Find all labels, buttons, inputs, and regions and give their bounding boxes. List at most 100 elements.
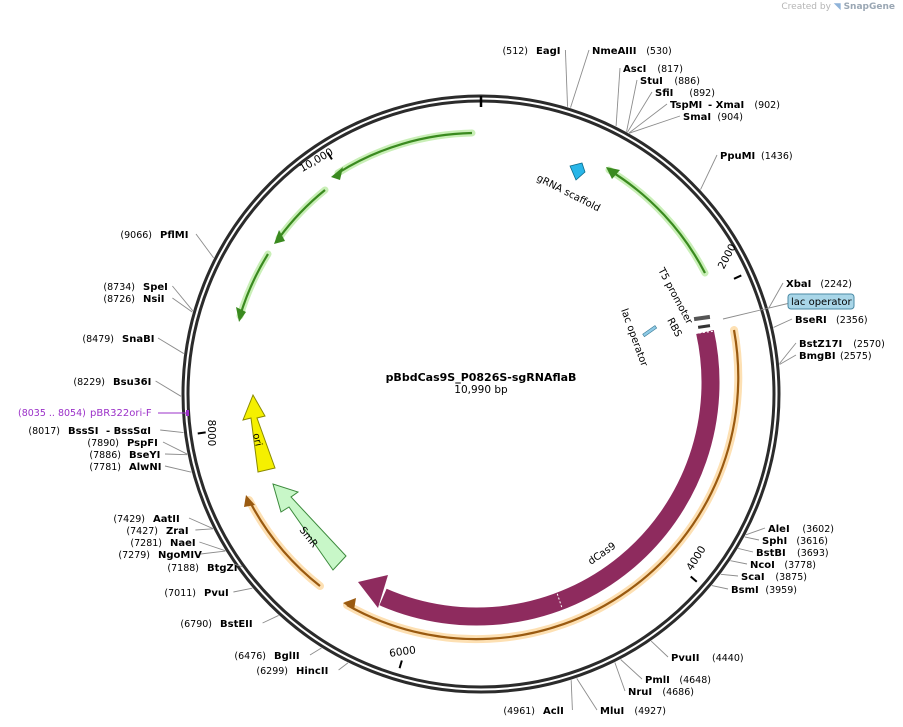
- site-position-bstz17i: (2570): [853, 339, 885, 350]
- site-position-alwni: (7781): [89, 462, 121, 473]
- site-bseyi: BseYI (7886): [89, 450, 188, 461]
- site-leader-pflmi: [195, 233, 215, 259]
- site-leader-asci: [615, 67, 621, 127]
- site-position-zrai: (7427): [126, 526, 158, 537]
- site-leader-pvuii: [650, 640, 669, 658]
- lac-operator-inner-mark: [642, 325, 658, 338]
- site-leader-xbai: [768, 282, 784, 309]
- ori-label: ori: [250, 432, 263, 447]
- site-position-pvuii: (4440): [712, 653, 744, 664]
- tick-label-6000: 6000: [389, 644, 417, 660]
- site-name-asci: AscI: [623, 64, 646, 75]
- green-arrow-top-core: [337, 131, 473, 174]
- site-position-bsteii: (6790): [180, 619, 212, 630]
- site-asci: AscI (817): [615, 64, 683, 127]
- site-name2-bsssi: - BssSαI: [106, 426, 151, 437]
- site-position-bseyi: (7886): [89, 450, 121, 461]
- site-position-bglii: (6476): [234, 651, 266, 662]
- site-zrai: ZraI(7427): [126, 526, 214, 537]
- tick-mark-10000: [326, 152, 333, 160]
- site-leader-bsmi: [711, 585, 729, 590]
- site-bstbi: BstBI(3693): [738, 547, 829, 559]
- dcas9-break-mark: [555, 589, 563, 609]
- tick-mark-6000: [398, 660, 403, 669]
- site-name-bsteii: BstEII: [220, 619, 253, 630]
- site-leader-pvui: [233, 587, 253, 593]
- tick-label-2000: 2000: [716, 242, 739, 271]
- site-name-naei: NaeI: [170, 538, 196, 549]
- site-position-bsmi: (3959): [765, 585, 797, 596]
- dcas9-break-mark-top: [698, 330, 717, 334]
- site-leader-naei: [199, 541, 226, 552]
- site-position-pmli: (4648): [679, 675, 711, 686]
- site-position-ncoi: (3778): [784, 560, 816, 571]
- site-leader-nmeaiii: [570, 49, 590, 108]
- site-bsu36i: Bsu36I(8229): [73, 377, 182, 397]
- site-leader-aatii: [188, 517, 214, 529]
- site-position-smai: (904): [717, 112, 743, 123]
- green-arrow-right-head: [606, 167, 620, 179]
- site-snabi: SnaBI(8479): [82, 334, 184, 354]
- tick-mark-2000: [733, 274, 742, 280]
- site-name-nrui: NruI: [628, 687, 652, 698]
- site-name-ngomiv: NgoMIV: [158, 550, 202, 561]
- site-leader-alwni: [164, 465, 192, 473]
- site-position-sfii: (892): [689, 88, 715, 99]
- site-leader-snabi: [157, 337, 184, 354]
- site-position-asci: (817): [657, 64, 683, 75]
- site-smai: SmaI (904): [629, 112, 743, 134]
- site-name-xbai: XbaI: [786, 279, 811, 290]
- site-xbai: XbaI (2242): [768, 279, 852, 309]
- site-position-bseri: (2356): [836, 315, 868, 326]
- site-name2-tspmi: - XmaI: [708, 100, 744, 111]
- site-name-smai: SmaI: [683, 112, 711, 123]
- site-name-sphi: SphI: [762, 536, 787, 547]
- site-name-bsmi: BsmI: [731, 585, 759, 596]
- site-name-bseyi: BseYI: [129, 450, 160, 461]
- site-name-alei: AleI: [768, 524, 790, 535]
- site-name-bsssi: BssSI: [68, 426, 98, 437]
- tick-label-4000: 4000: [684, 544, 708, 573]
- site-name-hincii: HincII: [296, 666, 328, 677]
- green-arrow-top: [334, 129, 476, 177]
- site-alwni: AlwNI(7781): [89, 462, 192, 473]
- site-position-naei: (7281): [130, 538, 162, 549]
- tick-label-8000: 8000: [205, 420, 217, 447]
- site-pspfi: PspFI(7890): [87, 438, 188, 455]
- site-position-scai: (3875): [775, 572, 807, 583]
- site-leader-btgzi: [233, 563, 244, 568]
- site-tspmi: TspMI- XmaI(902): [628, 100, 780, 134]
- site-position-pvui: (7011): [164, 588, 196, 599]
- site-pvuii: PvuII (4440): [650, 640, 744, 664]
- site-bsmi: BsmI (3959): [711, 585, 797, 596]
- grna-scaffold-arrow: [569, 162, 586, 181]
- site-name-snabi: SnaBI: [122, 334, 154, 345]
- site-position-nsii: (8726): [103, 294, 135, 305]
- site-name-nsii: NsiI: [143, 294, 164, 305]
- site-leader-smai: [629, 115, 681, 134]
- site-leader-nsii: [172, 297, 193, 313]
- site-ppumi: PpuMI(1436): [700, 151, 793, 190]
- site-position-pflmi: (9066): [120, 230, 152, 241]
- site-leader-ncoi: [730, 560, 748, 565]
- site-name-bmgbi: BmgBI: [799, 351, 836, 362]
- site-leader-nrui: [614, 662, 626, 692]
- site-position-stui: (886): [674, 76, 700, 87]
- credit-brand: SnapGene: [843, 2, 895, 12]
- features-layer: [186, 129, 743, 644]
- site-bglii: BglII(6476): [234, 647, 322, 662]
- site-position-sphi: (3616): [796, 536, 828, 547]
- site-position-xbai: (2242): [820, 279, 852, 290]
- site-leader-bsssi: [160, 429, 184, 434]
- sites-layer: EagI(512)NmeAIII(530)AscI(817)StuI(886)S…: [28, 46, 884, 717]
- primer-marker: [186, 410, 189, 416]
- site-name-bseri: BseRI: [795, 315, 827, 326]
- site-name-pvuii: PvuII: [671, 653, 699, 664]
- tick-mark-4000: [690, 575, 698, 583]
- primer-name: pBR322ori-F: [90, 408, 152, 419]
- green-arrow-left-head: [236, 307, 246, 322]
- site-name-acli: AclI: [543, 706, 564, 717]
- site-leader-bstbi: [738, 547, 754, 553]
